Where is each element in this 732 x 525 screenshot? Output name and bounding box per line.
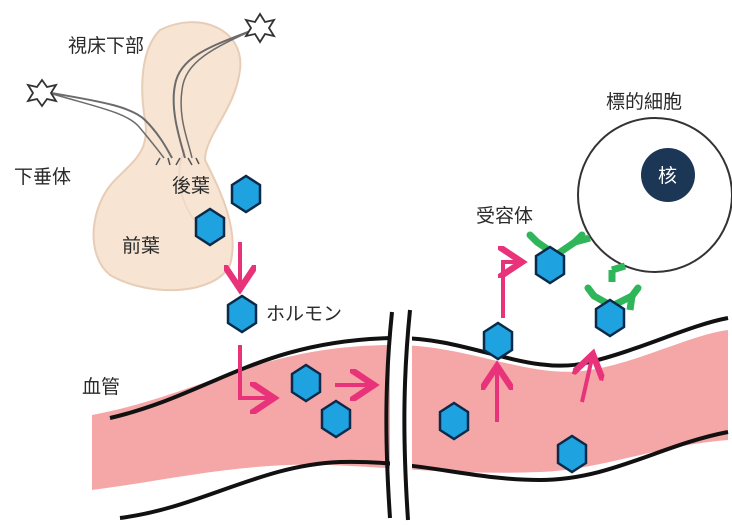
arrow-up-to-receptor-1 bbox=[503, 262, 518, 318]
label-hormone: ホルモン bbox=[266, 303, 342, 325]
hormone-icon bbox=[596, 300, 624, 336]
neuron-cell-body-icon bbox=[246, 14, 274, 42]
hormone-icon bbox=[536, 247, 564, 283]
hormone-icon bbox=[558, 436, 586, 472]
hormone-icon bbox=[484, 323, 512, 359]
label-receptor: 受容体 bbox=[476, 205, 533, 227]
neuron-cell-body-icon bbox=[28, 80, 56, 106]
label-pituitary: 下垂体 bbox=[14, 166, 71, 188]
hormone-icon bbox=[232, 176, 260, 212]
hormone-icon bbox=[196, 209, 224, 245]
label-anterior-lobe: 前葉 bbox=[122, 235, 160, 257]
label-posterior-lobe: 後葉 bbox=[172, 175, 210, 197]
label-hypothalamus: 視床下部 bbox=[68, 35, 144, 57]
hormone-icon bbox=[228, 296, 256, 332]
hormone-icon bbox=[440, 403, 468, 439]
label-nucleus: 核 bbox=[658, 165, 677, 187]
label-target-cell: 標的細胞 bbox=[606, 91, 682, 113]
pituitary-gland bbox=[94, 22, 241, 290]
hormone-icon bbox=[292, 365, 320, 401]
hormone-icon bbox=[322, 401, 350, 437]
label-blood-vessel: 血管 bbox=[82, 376, 120, 398]
